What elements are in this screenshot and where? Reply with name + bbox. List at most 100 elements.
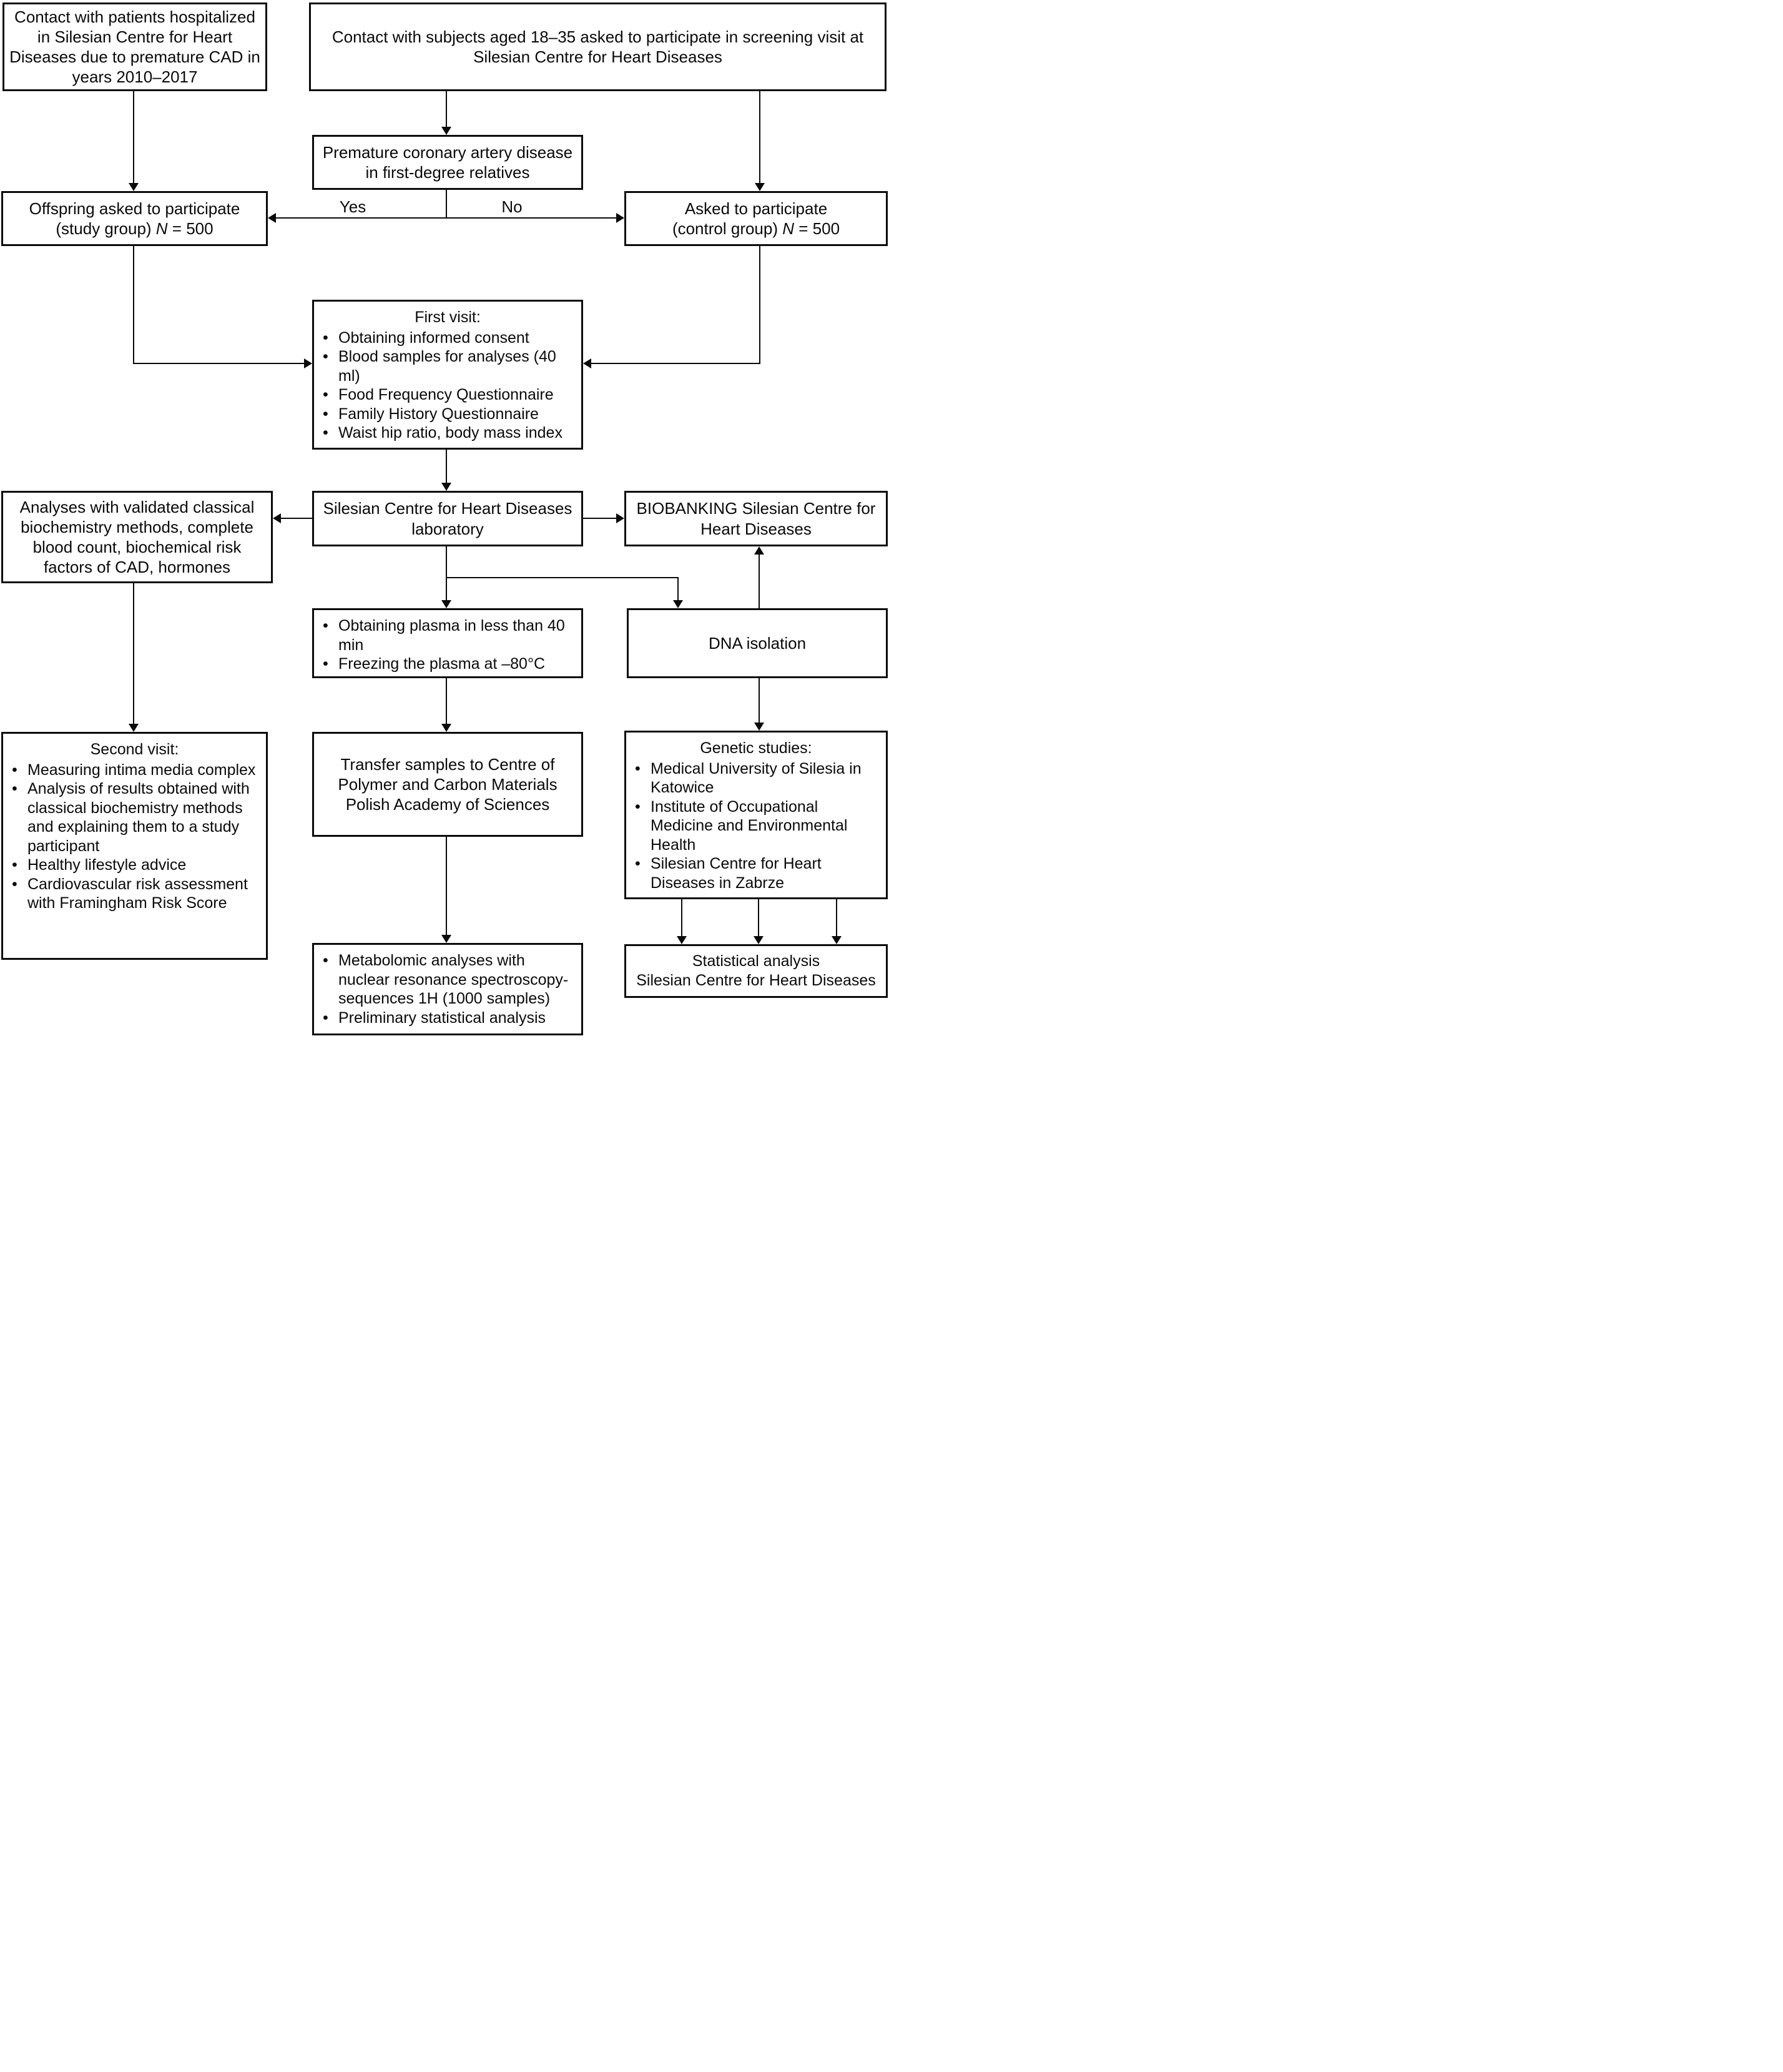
statistical-analysis-line1: Statistical analysis [692,952,820,970]
bullet-text: Family History Questionnaire [338,405,539,423]
arrowhead-down [677,936,687,944]
bullet-text: Cardiovascular risk assessment with Fram… [27,875,248,912]
box-biobanking: BIOBANKING Silesian Centre for Heart Dis… [624,491,888,546]
connector-dna-to-biobanking [759,555,760,608]
connector-subjects-to-control [759,91,760,183]
bullet-text: Blood samples for analyses (40 ml) [338,348,556,385]
list-item: • Obtaining informed consent [323,328,572,348]
box-control-group: Asked to participate (control group) N =… [624,191,888,246]
arrowhead-down [673,600,683,608]
connector-dna-to-genetic [759,678,760,723]
box-statistical-analysis: Statistical analysis Silesian Centre for… [624,944,888,998]
connector-lab-to-plasma [446,546,447,600]
arrowhead-down [441,600,451,608]
list-item: • Cardiovascular risk assessment with Fr… [12,875,257,913]
bullet-text: Preliminary statistical analysis [338,1009,546,1027]
connector-lab-to-biobanking [583,518,616,519]
connector-yes-no-line [276,217,616,219]
arrowhead-right [616,513,624,523]
bullet-icon: • [12,856,17,874]
offspring-n-value: = 500 [167,219,214,238]
connector-genetic-to-statistical-1 [681,899,682,936]
list-item: • Silesian Centre for Heart Diseases in … [635,854,877,892]
arrowhead-right [616,213,624,223]
bullet-icon: • [323,1009,328,1027]
box-control-group-text: Asked to participate (control group) N =… [672,199,840,239]
arrowhead-left [273,513,281,523]
box-dna-isolation: DNA isolation [627,608,888,678]
box-plasma: • Obtaining plasma in less than 40 min •… [312,608,583,678]
connector-cad-decision-stem [446,190,447,219]
bullet-text: Measuring intima media complex [27,761,256,779]
arrowhead-down [441,935,451,943]
arrowhead-down [832,936,842,944]
list-item: • Family History Questionnaire [323,405,572,424]
offspring-n-symbol: N [155,219,168,238]
box-contact-subjects: Contact with subjects aged 18–35 asked t… [309,2,887,91]
list-item: • Waist hip ratio, body mass index [323,423,572,443]
list-item: • Blood samples for analyses (40 ml) [323,347,572,385]
list-item: • Preliminary statistical analysis [323,1009,572,1028]
bullet-icon: • [12,761,17,779]
control-n-value: = 500 [794,219,840,238]
list-item: • Obtaining plasma in less than 40 min [323,616,572,654]
arrowhead-down [755,183,765,191]
connector-first-visit-to-lab [446,450,447,483]
box-premature-cad: Premature coronary artery disease in fir… [312,135,583,190]
box-contact-patients: Contact with patients hospitalized in Si… [2,2,267,91]
arrowhead-left [583,358,591,368]
arrowhead-down [129,183,139,191]
arrowhead-down [129,724,139,732]
list-item: • Measuring intima media complex [12,761,257,780]
box-offspring-group: Offspring asked to participate (study gr… [1,191,268,246]
genetic-studies-title: Genetic studies: [700,739,812,757]
arrowhead-up [754,546,764,555]
bullet-text: Obtaining plasma in less than 40 min [338,617,565,654]
control-n-symbol: N [782,219,795,238]
bullet-text: Freezing the plasma at –80°C [338,655,546,673]
connector-transfer-to-metabolomic [446,837,447,935]
box-second-visit: Second visit: • Measuring intima media c… [1,732,268,960]
bullet-text: Medical University of Silesia in Katowic… [651,759,862,797]
connector-control-down [759,246,760,363]
connector-offspring-to-first-visit [133,363,304,364]
list-item: • Metabolomic analyses with nuclear reso… [323,951,572,1009]
bullet-icon: • [323,952,328,969]
control-group-label: (control group) [672,219,783,238]
list-item: • Freezing the plasma at –80°C [323,654,572,674]
label-yes: Yes [339,197,366,216]
connector-subjects-to-cad [446,91,447,127]
box-transfer-samples-text: Transfer samples to Centre of Polymer an… [338,754,557,814]
arrowhead-right [304,358,312,368]
bullet-text: Obtaining informed consent [338,328,529,347]
box-classical-analyses: Analyses with validated classical bioche… [1,491,273,583]
box-transfer-samples: Transfer samples to Centre of Polymer an… [312,732,583,837]
list-item: • Medical University of Silesia in Katow… [635,759,877,797]
box-genetic-studies: Genetic studies: • Medical University of… [624,731,888,899]
box-statistical-analysis-text: Statistical analysis Silesian Centre for… [636,952,876,990]
box-premature-cad-text: Premature coronary artery disease in fir… [322,142,573,182]
connector-branch-to-dna [446,577,679,578]
bullet-icon: • [12,780,17,797]
flow-diagram: Contact with patients hospitalized in Si… [0,0,892,1036]
bullet-icon: • [323,405,328,423]
box-schd-laboratory-text: Silesian Centre for Heart Diseases labor… [323,499,572,538]
connector-patients-to-offspring [133,91,134,183]
box-offspring-group-text: Offspring asked to participate (study gr… [29,199,240,239]
box-biobanking-text: BIOBANKING Silesian Centre for Heart Dis… [636,499,876,538]
bullet-text: Metabolomic analyses with nuclear resona… [338,952,569,1007]
connector-offspring-down [133,246,134,363]
bullet-icon: • [323,348,328,365]
bullet-icon: • [635,855,641,872]
connector-branch-down-to-dna [677,577,679,600]
connector-genetic-to-statistical-3 [836,899,837,936]
bullet-text: Waist hip ratio, body mass index [338,424,562,442]
control-line1: Asked to participate [684,199,828,218]
connector-analyses-to-second-visit [133,583,134,724]
bullet-text: Institute of Occupational Medicine and E… [651,797,848,854]
connector-control-to-first-visit [591,363,760,364]
arrowhead-down [441,127,451,135]
bullet-icon: • [323,386,328,403]
box-classical-analyses-text: Analyses with validated classical bioche… [19,497,255,577]
connector-lab-to-analyses [281,518,312,519]
